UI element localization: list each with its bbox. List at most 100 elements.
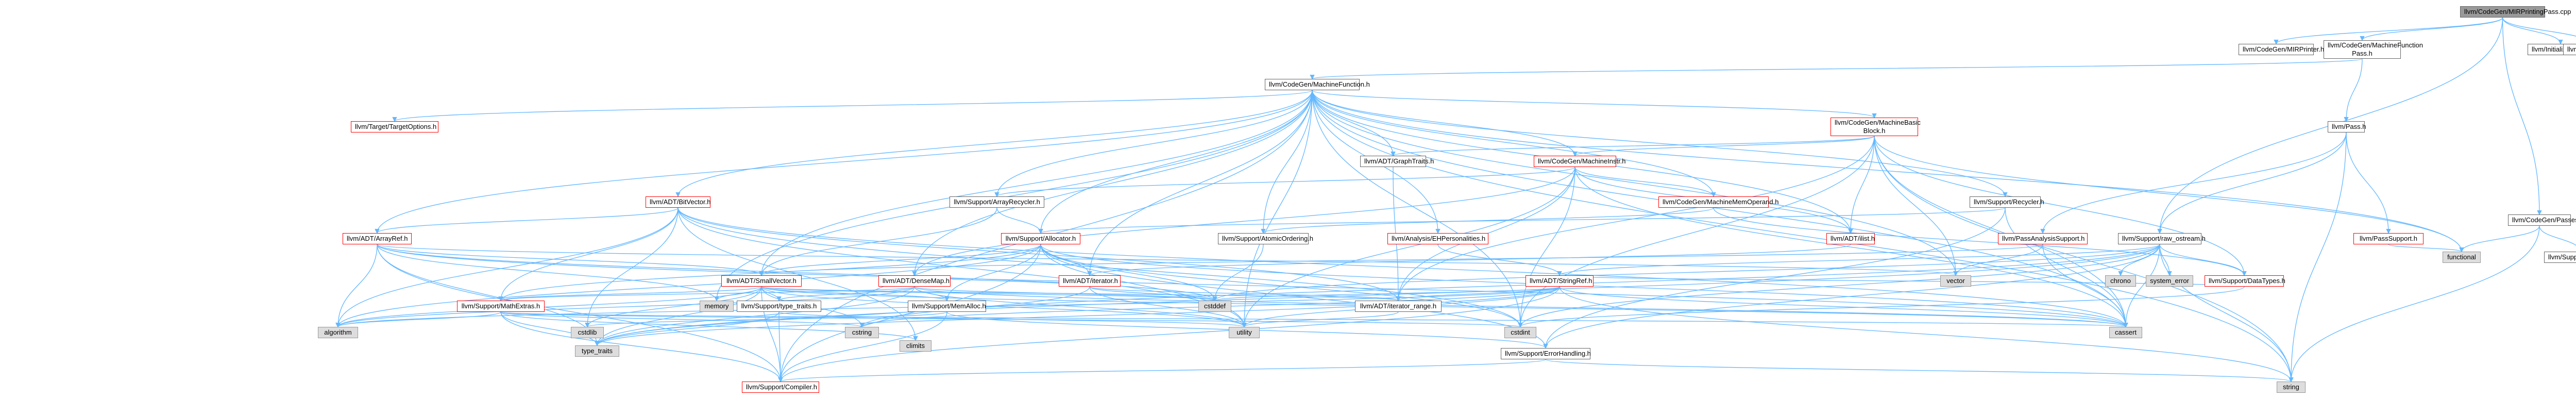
node-cstring[interactable]: cstring — [845, 327, 879, 338]
node-pass[interactable]: llvm/Pass.h — [2328, 121, 2366, 133]
node-system_error[interactable]: system_error — [2146, 275, 2193, 287]
node-memalloc[interactable]: llvm/Support/MemAlloc.h — [908, 301, 986, 312]
edge-typetraitsh-compiler — [778, 311, 781, 382]
node-ilist[interactable]: llvm/ADT/ilist.h — [1826, 233, 1875, 244]
edge-stringref-iterrange — [1398, 286, 1560, 301]
node-supcodegen[interactable]: llvm/Support/CodeGen.h — [2544, 252, 2576, 263]
edge-arrowhead — [1518, 322, 1523, 328]
edge-mbb-iterrange — [1398, 136, 1875, 301]
node-mbb[interactable]: llvm/CodeGen/MachineBasic Block.h — [1831, 118, 1921, 136]
node-arrayref[interactable]: llvm/ADT/ArrayRef.h — [343, 233, 412, 244]
edge-errhandling-string — [1545, 359, 2292, 382]
node-arrayrecycler[interactable]: llvm/Support/ArrayRecycler.h — [950, 196, 1044, 208]
node-functional[interactable]: functional — [2443, 252, 2481, 263]
node-atomicorder[interactable]: llvm/Support/AtomicOrdering.h — [1218, 233, 1313, 244]
edge-arrowhead — [2118, 271, 2123, 276]
edge-allocator-cstdint — [1040, 244, 1521, 327]
node-bitvector[interactable]: llvm/ADT/BitVector.h — [646, 196, 710, 208]
edge-allocator-algorithm — [337, 244, 1041, 327]
node-stringref[interactable]: llvm/ADT/StringRef.h — [1526, 275, 1594, 287]
node-targetopts[interactable]: llvm/Target/TargetOptions.h — [351, 121, 438, 133]
edge-recycler-errhandling — [1545, 207, 2006, 349]
edge-mbb-machineinstr — [1574, 136, 1875, 156]
edge-mf-bitvector — [677, 90, 1313, 197]
edge-arrayref-algorithm — [337, 244, 378, 327]
edge-ilist-iterator — [1089, 244, 1851, 276]
node-compiler[interactable]: llvm/Support/Compiler.h — [742, 382, 819, 393]
edge-pass-rawostream — [2159, 132, 2347, 234]
node-allocator[interactable]: llvm/Support/Allocator.h — [1001, 233, 1080, 244]
node-mirprinter[interactable]: llvm/CodeGen/MIRPrinter.h — [2239, 44, 2324, 55]
node-vector[interactable]: vector — [1940, 275, 1971, 287]
node-chrono[interactable]: chrono — [2105, 275, 2136, 287]
node-string[interactable]: string — [2277, 382, 2306, 393]
edge-allocator-memalloc — [946, 244, 1041, 301]
node-mathextras[interactable]: llvm/Support/MathExtras.h — [457, 301, 545, 312]
node-passsupport[interactable]: llvm/PassSupport.h — [2353, 233, 2424, 244]
node-cstddef[interactable]: cstddef — [1198, 301, 1231, 312]
edge-datatypes-cstdint — [1520, 286, 2245, 327]
node-algorithm[interactable]: algorithm — [318, 327, 358, 338]
node-typetraitsh[interactable]: llvm/Support/type_traits.h — [737, 301, 821, 312]
node-cgpasses[interactable]: llvm/CodeGen/Passes.h — [2508, 214, 2576, 226]
edge-rawostream-cassert — [2125, 244, 2160, 327]
node-machineinstr[interactable]: llvm/CodeGen/MachineInstr.h — [1534, 156, 1626, 167]
edge-arrowhead — [1572, 151, 1578, 157]
edge-mf-graphtraits — [1312, 90, 1394, 156]
edge-memoperand-datatypes — [1713, 207, 2245, 276]
edge-mf-targetopts — [394, 90, 1313, 122]
edge-smallvector-cassert — [761, 286, 2126, 327]
node-root[interactable]: llvm/CodeGen/MIRPrintingPass.cpp — [2460, 6, 2571, 18]
node-cassert[interactable]: cassert — [2109, 327, 2142, 338]
node-recycler[interactable]: llvm/Support/Recycler.h — [1970, 196, 2044, 208]
node-datatypes[interactable]: llvm/Support/DataTypes.h — [2205, 275, 2285, 287]
node-errhandling[interactable]: llvm/Support/ErrorHandling.h — [1501, 348, 1591, 359]
node-type_traits[interactable]: type_traits — [575, 345, 619, 357]
edge-mbb-functional — [1874, 136, 2462, 252]
edge-arrayref-compiler — [377, 244, 781, 382]
edge-mbb-graphtraits — [1393, 136, 1875, 156]
edge-mfpass-mf — [1312, 58, 2363, 79]
node-cstdlib[interactable]: cstdlib — [571, 327, 604, 338]
node-ehpers[interactable]: llvm/Analysis/EHPersonalities.h — [1387, 233, 1488, 244]
node-debug[interactable]: llvm/Support/Debug.h — [2563, 44, 2576, 55]
node-climits[interactable]: climits — [900, 340, 931, 352]
node-rawostream[interactable]: llvm/Support/raw_ostream.h — [2118, 233, 2206, 244]
edge-bitvector-algorithm — [337, 207, 679, 327]
edge-iterrange-utility — [1244, 311, 1399, 327]
edge-mathextras-cstring — [500, 311, 862, 327]
node-mf[interactable]: llvm/CodeGen/MachineFunction.h — [1265, 79, 1370, 90]
node-passanalysis[interactable]: llvm/PassAnalysisSupport.h — [1998, 233, 2088, 244]
edge-mf-mbb — [1312, 90, 1875, 118]
edge-mf-cstdint — [1312, 90, 1521, 327]
edge-arrowhead — [2558, 39, 2563, 45]
edge-mf-iterator — [1089, 90, 1313, 276]
node-utility[interactable]: utility — [1229, 327, 1260, 338]
node-iterrange[interactable]: llvm/ADT/iterator_range.h — [1355, 301, 1442, 312]
edge-cgpasses-functional — [2461, 225, 2540, 252]
edge-densemap-typetraitsh — [778, 286, 915, 301]
node-memory[interactable]: memory — [700, 301, 734, 312]
node-mfpass[interactable]: llvm/CodeGen/MachineFunction Pass.h — [2324, 40, 2423, 59]
edge-allocator-mathextras — [500, 244, 1041, 301]
node-graphtraits[interactable]: llvm/ADT/GraphTraits.h — [1360, 156, 1434, 167]
edge-mf-vector — [1312, 90, 1956, 276]
edge-mathextras-compiler — [500, 311, 781, 382]
edge-root-cgpasses — [2502, 17, 2540, 215]
node-densemap[interactable]: llvm/ADT/DenseMap.h — [878, 275, 951, 287]
node-smallvector[interactable]: llvm/ADT/SmallVector.h — [721, 275, 802, 287]
edge-mathextras-cassert — [500, 311, 2126, 327]
edge-arrowhead — [2274, 39, 2279, 45]
node-iterator[interactable]: llvm/ADT/iterator.h — [1059, 275, 1121, 287]
edge-densemap-cassert — [914, 286, 2126, 327]
node-cstdint[interactable]: cstdint — [1504, 327, 1536, 338]
edge-stringref-compiler — [780, 286, 1560, 382]
edge-densemap-mathextras — [500, 286, 915, 301]
edge-smallvector-cstdlib — [587, 286, 762, 327]
edge-mfpass-pass — [2346, 58, 2363, 122]
edge-typetraitsh-utility — [778, 311, 1245, 327]
edge-stringref-type_traits — [597, 286, 1560, 346]
edge-rawostream-type_traits — [597, 244, 2160, 346]
edge-mf-smallvector — [761, 90, 1313, 276]
node-memoperand[interactable]: llvm/CodeGen/MachineMemOperand.h — [1658, 196, 1778, 208]
